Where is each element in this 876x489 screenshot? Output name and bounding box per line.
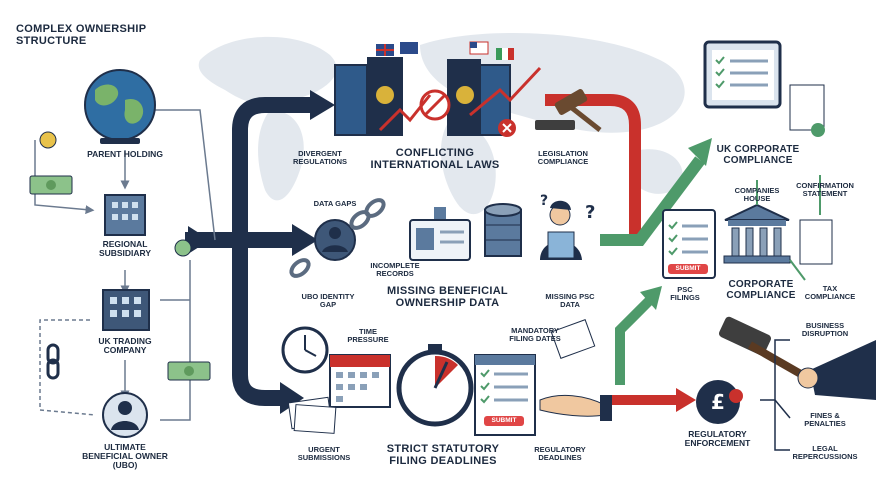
business-disruption-label: BUSINESS DISRUPTION [801, 321, 849, 338]
ubo-avatar-icon [102, 392, 148, 438]
missing-psc-label: MISSING PSC DATA [545, 292, 595, 309]
svg-text:£: £ [711, 390, 725, 414]
parent-holding-label: PARENT HOLDING [87, 149, 163, 159]
data-gaps-label: DATA GAPS [313, 199, 357, 208]
urgent-submissions-label: URGENT SUBMISSIONS [297, 445, 351, 462]
arrow-head-left [188, 226, 210, 254]
fines-penalties-label: FINES & PENALTIES [804, 411, 846, 428]
arrow-head-data [292, 224, 318, 256]
document-check-icon [789, 84, 825, 137]
big-gavel-icon [719, 316, 876, 400]
enforcement-arrow-head [676, 388, 696, 412]
error-cross [502, 123, 512, 133]
conflicting-laws-heading: CONFLICTING INTERNATIONAL LAWS [370, 147, 500, 171]
confirmation-statement-label: CONFIRMATION STATEMENT [796, 181, 854, 198]
svg-text:?: ? [585, 202, 595, 223]
confused-person-icon [540, 200, 582, 260]
ubo-identity-gap-label: UBO IDENTITY GAP [301, 292, 355, 309]
enforcement-error-icon [729, 389, 743, 403]
uk-trading-building-icon [102, 289, 150, 331]
arrow-head-deadlines [280, 382, 304, 414]
corporate-compliance-heading: CORPORATE COMPLIANCE [726, 279, 796, 301]
paper-stack-icon [287, 396, 337, 434]
regional-building-icon [104, 194, 146, 236]
hand-icon [539, 395, 612, 421]
flag-it-icon [496, 48, 514, 60]
companies-house-icon [723, 203, 791, 264]
chain-link-icon [46, 343, 60, 380]
coin-icon-2 [174, 239, 192, 257]
calendar-icon [329, 354, 391, 408]
stopwatch-icon [396, 344, 474, 427]
tax-compliance-label: TAX COMPLIANCE [804, 284, 856, 301]
flying-document-icon [550, 319, 596, 359]
flag-us-icon [469, 41, 489, 55]
green-flow-arrows [600, 138, 712, 385]
missing-ownership-heading: MISSING BENEFICIAL OWNERSHIP DATA [387, 285, 508, 309]
legislation-compliance-label: LEGISLATION COMPLIANCE [537, 149, 589, 166]
ubo-label: ULTIMATE BENEFICIAL OWNER (UBO) [82, 442, 168, 470]
filing-deadlines-heading: STRICT STATUTORY FILING DEADLINES [386, 443, 500, 467]
arrow-head-laws [310, 90, 335, 120]
broken-chain-icon [289, 198, 386, 278]
companies-house-label: COMPANIES HOUSE [734, 186, 780, 203]
uk-trading-label: UK TRADING COMPANY [98, 336, 152, 355]
svg-text:?: ? [540, 193, 548, 209]
globe-icon [84, 69, 156, 144]
cash-icon [29, 175, 73, 195]
clipboard-icon [662, 209, 716, 279]
incomplete-records-label: INCOMPLETE RECORDS [370, 261, 420, 278]
divergent-regulations-label: DIVERGENT REGULATIONS [292, 149, 348, 166]
regulatory-deadlines-label: REGULATORY DEADLINES [534, 445, 586, 462]
enforcement-branches [760, 339, 791, 451]
coin-icon [39, 131, 57, 149]
regulatory-enforcement-heading: REGULATORY ENFORCEMENT [684, 429, 751, 448]
question-marks-icon: ? ? [540, 193, 595, 223]
wall-clock-icon [281, 326, 329, 374]
ubo-identity-question-icon [314, 219, 356, 261]
monitor-icon [703, 40, 782, 109]
legal-repercussions-label: LEGAL REPERCUSSIONS [792, 444, 858, 461]
psc-submit-button[interactable]: SUBMIT [668, 264, 708, 274]
pound-shield-icon: £ [696, 380, 740, 424]
statement-doc-icon [799, 219, 833, 265]
uk-corporate-compliance-heading: UK CORPORATE COMPLIANCE [716, 144, 800, 166]
deadline-submit-button[interactable]: SUBMIT [484, 416, 524, 426]
time-pressure-label: TIME PRESSURE [347, 327, 389, 344]
regional-subsidiary-label: REGIONAL SUBSIDIARY [98, 239, 152, 258]
id-card-icon [409, 207, 471, 261]
flag-uk-icon [376, 44, 394, 56]
main-flow-arrows [185, 97, 315, 406]
cash-icon-2 [167, 361, 211, 381]
page-title: COMPLEX OWNERSHIP STRUCTURE [16, 23, 147, 47]
mandatory-filing-label: MANDATORY FILING DATES [509, 326, 561, 343]
world-map-backdrop [198, 33, 685, 215]
ownership-connectors [34, 109, 216, 421]
compliance-connectors [756, 175, 821, 281]
gavel-icon [535, 89, 602, 132]
database-icon [484, 203, 522, 257]
psc-filings-label: PSC FILINGS [670, 285, 700, 302]
flag-eu-icon [400, 42, 418, 54]
